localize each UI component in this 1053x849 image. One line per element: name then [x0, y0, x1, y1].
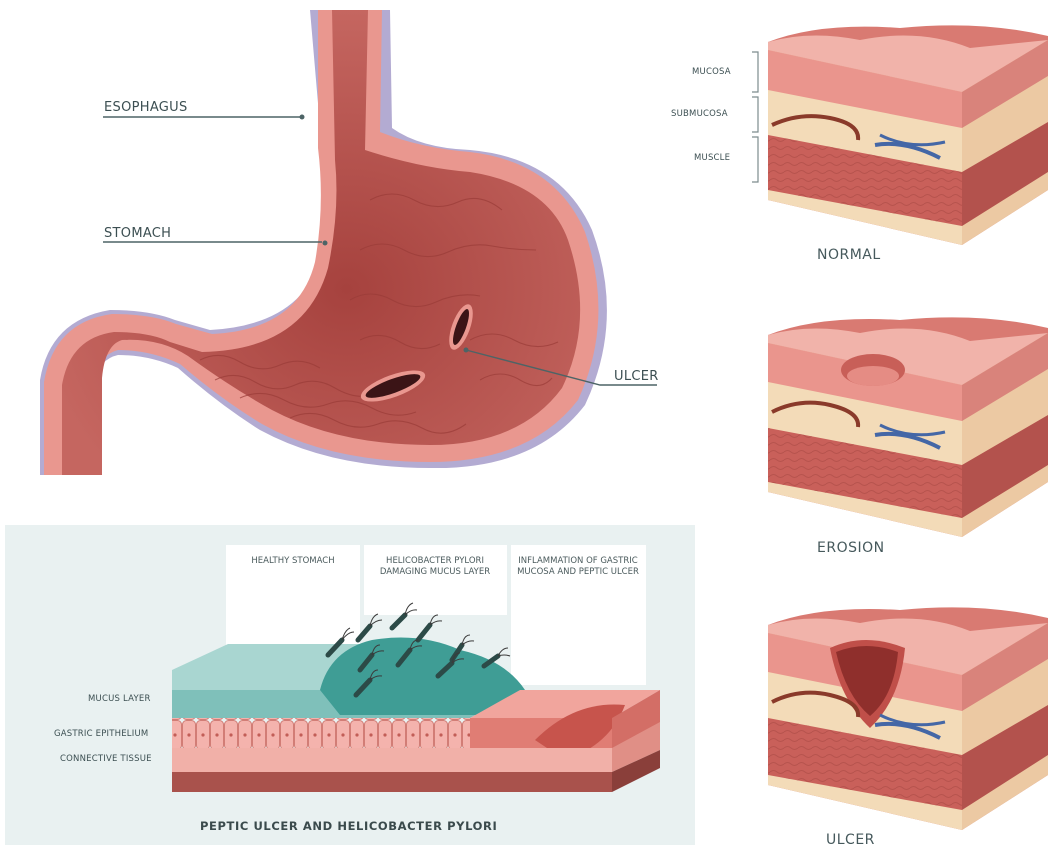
label-muscle: MUSCLE	[694, 153, 730, 163]
label-mucus-layer: MUCUS LAYER	[88, 694, 151, 704]
column-healthy-stomach: HEALTHY STOMACH	[230, 556, 356, 567]
label-esophagus: ESOPHAGUS	[104, 100, 188, 115]
tissue-block-ulcer	[768, 607, 1048, 830]
layer-brackets	[752, 52, 758, 182]
tissue-block-normal	[768, 25, 1048, 245]
tissue-block-erosion	[768, 317, 1048, 537]
column-h-pylori-damaging: HELICOBACTER PYLORI DAMAGING MUCUS LAYER	[368, 556, 502, 578]
label-mucosa: MUCOSA	[692, 67, 731, 77]
label-connective-tissue: CONNECTIVE TISSUE	[60, 754, 152, 764]
caption-ulcer: ULCER	[826, 832, 875, 848]
label-gastric-epithelium: GASTRIC EPITHELIUM	[54, 729, 148, 739]
label-stomach: STOMACH	[104, 226, 171, 241]
panel-title: PEPTIC ULCER AND HELICOBACTER PYLORI	[200, 819, 497, 833]
label-submucosa: SUBMUCOSA	[671, 109, 728, 119]
column-inflammation: INFLAMMATION OF GASTRIC MUCOSA AND PEPTI…	[515, 556, 641, 578]
caption-erosion: EROSION	[817, 540, 885, 556]
label-ulcer: ULCER	[614, 369, 659, 384]
hpylori-slab	[172, 638, 660, 792]
stomach-diagram	[40, 10, 657, 475]
caption-normal: NORMAL	[817, 247, 881, 263]
